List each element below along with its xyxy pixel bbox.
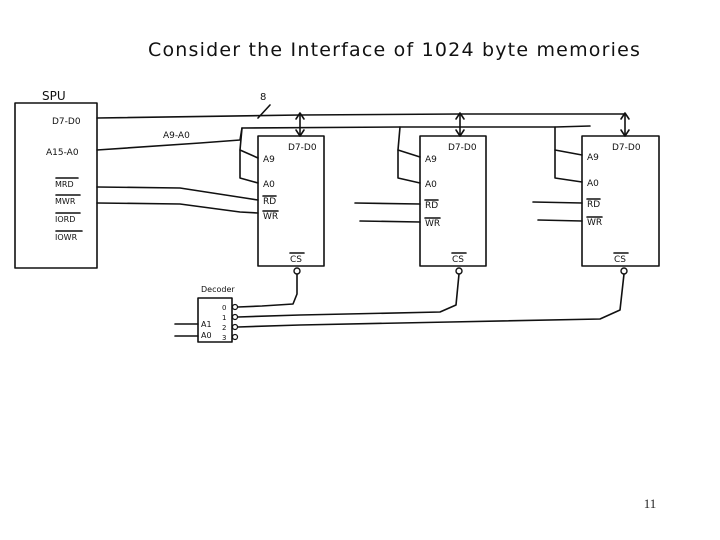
- chip-3-cs-bubble: [620, 267, 628, 275]
- decoder-output-3: 3: [222, 334, 226, 342]
- chip-1-cs-label: CS: [290, 255, 302, 265]
- chip-2-pin-wr: WR: [425, 219, 440, 229]
- decoder-input-a0: A0: [201, 331, 212, 340]
- chip-2-cs-bubble: [455, 267, 463, 275]
- chip-2-data-label: D7-D0: [448, 143, 477, 153]
- data-arrow-up-2: [455, 112, 465, 120]
- memory-chip-1: [257, 135, 325, 267]
- addr-tap-a9-chip-1: [239, 127, 259, 159]
- data-bus: [96, 113, 626, 119]
- decoder-input-a1: A1: [201, 320, 212, 329]
- chip-1-data-label: D7-D0: [288, 143, 317, 153]
- decoder-output-1: 1: [222, 314, 226, 322]
- chip-1-cs-bubble: [293, 267, 301, 275]
- cs-wire-chip-3: [237, 273, 625, 328]
- mwr-line: [96, 202, 259, 214]
- addr-tap-a0-chip-3: [554, 149, 583, 183]
- chip-1-pin-rd: RD: [263, 197, 276, 207]
- cpu-pin-iord: IORD: [55, 215, 75, 224]
- chip-3-data-label: D7-D0: [612, 143, 641, 153]
- chip-3-pin-a9: A9: [587, 153, 599, 163]
- chip-3-pin-wr: WR: [587, 218, 602, 228]
- wr-stub-chip-3: [537, 219, 583, 222]
- chip-1-pin-wr: WR: [263, 212, 278, 222]
- addr-tap-a9-chip-3: [554, 126, 583, 156]
- memory-chip-2: [419, 135, 487, 267]
- page-number: 11: [643, 496, 657, 511]
- data-arrow-up-3: [620, 112, 630, 120]
- cpu-pin-address: A15-A0: [46, 148, 79, 158]
- cpu-pin-mrd: MRD: [55, 180, 74, 189]
- decoder-label: Decoder: [201, 285, 235, 294]
- decoder-output-0-bubble: [231, 303, 239, 311]
- decoder-output-1-bubble: [231, 313, 239, 321]
- bus-width-label: 8: [260, 92, 266, 103]
- decoder-output-2-bubble: [231, 323, 239, 331]
- cpu-pin-data: D7-D0: [52, 117, 81, 127]
- chip-3-pin-rd: RD: [587, 200, 600, 210]
- cpu-label: SPU: [42, 89, 66, 103]
- chip-2-pin-a0: A0: [425, 180, 437, 190]
- decoder-output-0: 0: [222, 304, 226, 312]
- wr-stub-chip-2: [359, 220, 421, 223]
- rd-stub-chip-3: [532, 201, 583, 204]
- decoder-output-3-bubble: [231, 333, 239, 341]
- addr-tap-a9-chip-2: [397, 126, 421, 158]
- chip-2-pin-a9: A9: [425, 155, 437, 165]
- chip-1-pin-a0: A0: [263, 180, 275, 190]
- addr-tap-a0-chip-1: [239, 149, 259, 184]
- title: Consider the Interface of 1024 byte memo…: [148, 39, 641, 61]
- chip-2-pin-rd: RD: [425, 201, 438, 211]
- chip-3-pin-a0: A0: [587, 179, 599, 189]
- data-arrow-up-1: [295, 112, 305, 120]
- address-bus-label: A9-A0: [163, 131, 190, 141]
- cs-wire-chip-2: [237, 273, 460, 318]
- mrd-line: [96, 186, 259, 201]
- decoder-output-2: 2: [222, 324, 226, 332]
- cpu-pin-mwr: MWR: [55, 197, 76, 206]
- rd-stub-chip-2: [354, 202, 421, 205]
- memory-chip-3: [581, 135, 660, 267]
- chip-1-pin-a9: A9: [263, 155, 275, 165]
- addr-tap-a0-chip-2: [397, 149, 421, 184]
- cpu-pin-iowr: IOWR: [55, 233, 78, 242]
- chip-2-cs-label: CS: [452, 255, 464, 265]
- cs-wire-chip-1: [237, 273, 298, 308]
- cpu-block: [14, 102, 98, 269]
- decoder-block: [197, 297, 233, 343]
- chip-3-cs-label: CS: [614, 255, 626, 265]
- bus-width-slash: [257, 104, 271, 119]
